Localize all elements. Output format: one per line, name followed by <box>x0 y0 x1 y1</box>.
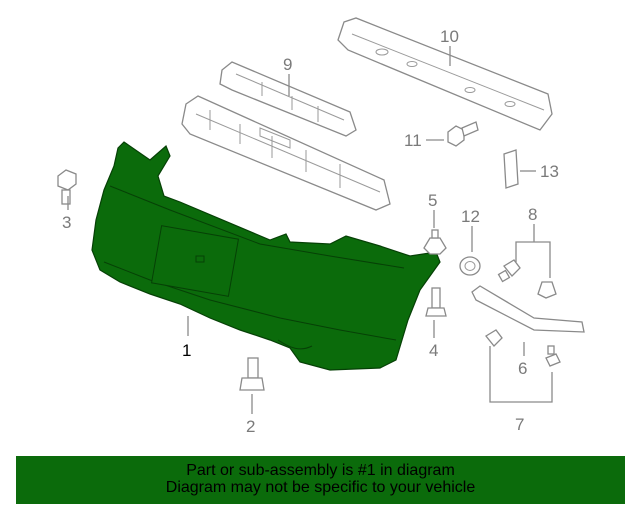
part-8-fasteners[interactable] <box>497 259 557 299</box>
part-1-bumper-cover[interactable] <box>91 141 441 371</box>
part-10-reinforcement-bar[interactable] <box>337 17 553 131</box>
leader-lines <box>67 46 553 414</box>
callout-6: 6 <box>518 359 527 378</box>
part-7-fasteners[interactable] <box>485 329 561 367</box>
banner-line-1: Part or sub-assembly is #1 in diagram <box>186 462 455 479</box>
callout-5: 5 <box>428 191 437 210</box>
callout-13: 13 <box>540 162 559 181</box>
license-plate-recess <box>150 225 240 297</box>
callout-10: 10 <box>440 27 459 46</box>
callout-7: 7 <box>515 415 524 434</box>
part-5-clip[interactable] <box>423 229 447 255</box>
part-9-energy-absorber[interactable] <box>219 61 357 137</box>
part-2-bolt[interactable] <box>239 357 265 391</box>
part-3-bolt[interactable] <box>57 169 77 205</box>
callout-1: 1 <box>182 341 191 360</box>
absorber-lower[interactable] <box>181 95 391 211</box>
part-12-nut[interactable] <box>459 256 481 276</box>
callout-4: 4 <box>429 341 438 360</box>
parts-diagram: 10 9 11 13 3 5 12 8 4 6 7 2 1 <box>57 17 585 436</box>
callout-11: 11 <box>404 131 422 150</box>
part-13-bracket[interactable] <box>503 149 519 189</box>
callout-12: 12 <box>461 207 480 226</box>
callout-8: 8 <box>528 205 537 224</box>
info-banner: Part or sub-assembly is #1 in diagram Di… <box>16 456 625 504</box>
callout-2: 2 <box>246 417 255 436</box>
callout-3: 3 <box>62 213 71 232</box>
part-11-bolt[interactable] <box>447 121 479 147</box>
banner-line-2: Diagram may not be specific to your vehi… <box>165 479 476 496</box>
part-6-trim-strip[interactable] <box>471 285 585 333</box>
part-4-bolt[interactable] <box>425 287 447 317</box>
callout-9: 9 <box>283 55 292 74</box>
